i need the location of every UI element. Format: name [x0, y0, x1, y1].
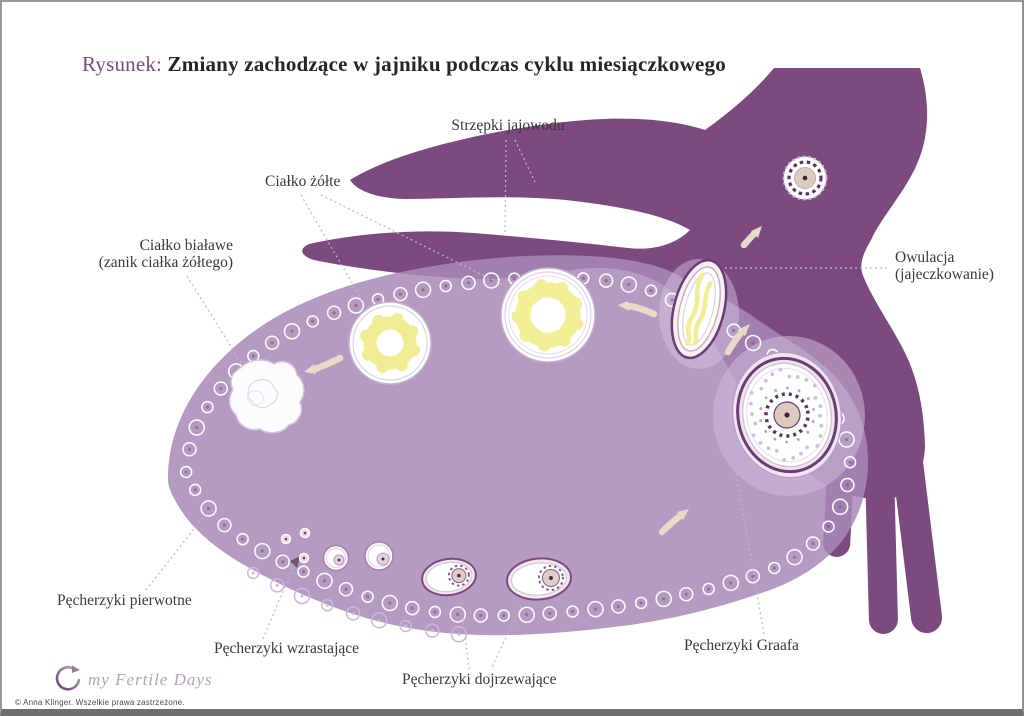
title-main: Zmiany zachodzące w jajniku podczas cykl… [162, 52, 726, 76]
leader-growing-arrowhead [290, 556, 300, 568]
growing-follicle-1 [322, 544, 350, 572]
label-ovulation-line1: Owulacja [895, 249, 955, 266]
corpus-luteum-old-illustration [348, 301, 432, 385]
logo-text: my Fertile Days [88, 670, 213, 689]
label-corpus-luteum: Ciałko żółte [265, 173, 341, 190]
primordial-follicles-illustration [280, 527, 311, 564]
tube-finger-2 [863, 382, 898, 634]
label-growing-follicles: Pęcherzyki wzrastające [214, 640, 360, 657]
leader-maturing-1 [460, 602, 470, 670]
title-prefix: Rysunek: [82, 52, 163, 76]
label-ovulation-line2: (jajeczkowanie) [895, 266, 994, 283]
cycle-arrows [304, 226, 762, 536]
brand-logo: my Fertile Days [52, 664, 213, 696]
growing-follicle-2 [364, 541, 394, 571]
graafian-follicle-illustration [731, 351, 843, 479]
leader-maturing-2 [490, 605, 522, 670]
leader-primordial [145, 510, 209, 591]
label-graafian-follicles: Pęcherzyki Graafa [684, 637, 799, 654]
arrow-to-luteum [625, 302, 658, 318]
label-fimbriae: Strzępki jajowodu [451, 117, 565, 134]
page-title: Rysunek: Zmiany zachodzące w jajniku pod… [82, 52, 726, 77]
label-corpus-albicans-line2: (zanik ciałka żółtego) [98, 254, 233, 271]
label-ovulation: Owulacja (jajeczkowanie) [895, 249, 994, 283]
leader-albicans [186, 275, 244, 367]
leader-luteum-1 [300, 194, 364, 303]
outer-follicle-cells [246, 566, 468, 643]
leader-lines [145, 139, 888, 670]
arrow-to-ovulation [724, 329, 745, 356]
released-egg-illustration [782, 155, 828, 201]
tube-finger-3 [882, 372, 943, 634]
leader-growing [262, 561, 296, 640]
label-corpus-albicans: Ciałko białawe (zanik ciałka żółtego) [93, 237, 233, 271]
leader-fimbriae-1 [504, 139, 507, 234]
maturing-follicle-2 [506, 557, 572, 601]
label-primordial-follicles: Pęcherzyki pierwotne [57, 592, 192, 609]
arrow-to-albicans [311, 354, 344, 373]
logo-circle-arrow-icon [55, 665, 81, 691]
ovulation-follicle-illustration [670, 258, 728, 360]
arrow-to-tube [740, 230, 758, 249]
label-maturing-follicles: Pęcherzyki dojrzewające [402, 671, 557, 688]
label-corpus-albicans-line1: Ciałko białawe [139, 237, 233, 254]
arrow-to-graafian [658, 512, 684, 536]
copyright-text: © Anna Klinger. Wszelkie prawa zastrzeżo… [15, 698, 185, 707]
corpus-luteum-fresh-illustration [500, 267, 596, 363]
corpus-albicans-illustration [228, 359, 305, 434]
maturing-follicle-1 [421, 557, 477, 597]
